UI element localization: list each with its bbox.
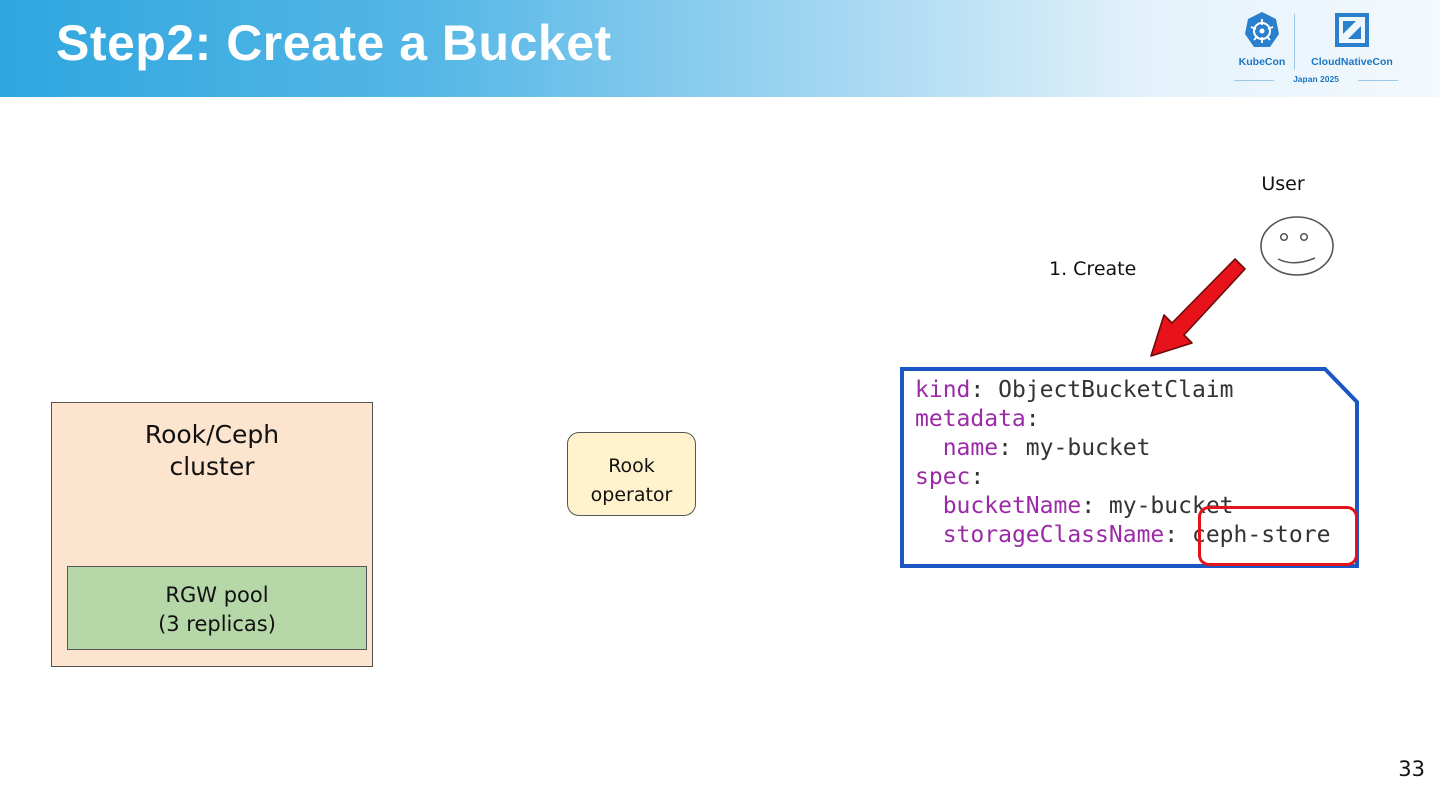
page-number: 33 bbox=[1398, 757, 1425, 781]
yaml-separator: : bbox=[970, 464, 985, 490]
yaml-key: metadata bbox=[915, 406, 1026, 432]
slide-title: Step2: Create a Bucket bbox=[56, 15, 612, 71]
kubernetes-wheel-icon bbox=[1245, 12, 1279, 47]
cncf-square-icon bbox=[1335, 13, 1369, 47]
user-label: User bbox=[1261, 173, 1305, 195]
cluster-label: Rook/Ceph cluster bbox=[144, 420, 280, 481]
kubecon-text: KubeCon bbox=[1238, 56, 1286, 68]
rook-operator-box: Rook operator bbox=[567, 432, 696, 516]
yaml-separator: : bbox=[1164, 522, 1179, 548]
create-step-label: 1. Create bbox=[1049, 258, 1137, 280]
cloudnativecon-text: CloudNativeCon bbox=[1311, 56, 1393, 68]
logo-rule-right bbox=[1358, 80, 1398, 81]
yaml-key: storageClassName bbox=[942, 522, 1165, 548]
yaml-separator: : bbox=[1025, 406, 1040, 432]
yaml-value: ObjectBucketClaim bbox=[984, 377, 1234, 403]
yaml-line: metadata: bbox=[915, 405, 1330, 434]
yaml-key: spec bbox=[915, 464, 971, 490]
smiley-face-icon bbox=[1260, 216, 1334, 276]
yaml-value: ceph-store bbox=[1178, 522, 1331, 548]
yaml-key: name bbox=[942, 435, 999, 461]
storage-class-highlight bbox=[1198, 506, 1358, 566]
yaml-line: storageClassName: ceph-store bbox=[915, 521, 1331, 550]
event-subtitle: Japan 2025 bbox=[1293, 74, 1339, 84]
header-banner: Step2: Create a Bucket KubeCon bbox=[0, 0, 1440, 97]
yaml-line: name: my-bucket bbox=[915, 434, 1330, 463]
operator-label: Rook operator bbox=[590, 455, 673, 506]
yaml-value: my-bucket bbox=[1011, 435, 1151, 461]
yaml-key: kind bbox=[915, 377, 971, 403]
kubecon-logo: KubeCon bbox=[1232, 10, 1292, 68]
yaml-line: kind: ObjectBucketClaim bbox=[915, 376, 1330, 405]
yaml-line: bucketName: my-bucket bbox=[915, 492, 1330, 521]
logo-rule-left bbox=[1234, 80, 1274, 81]
yaml-separator: : bbox=[1081, 493, 1096, 519]
yaml-line: spec: bbox=[915, 463, 1330, 492]
yaml-separator: : bbox=[998, 435, 1012, 461]
rook-ceph-cluster-box: Rook/Ceph cluster RGW pool (3 replicas) bbox=[51, 402, 373, 667]
rgw-pool-box: RGW pool (3 replicas) bbox=[67, 566, 367, 650]
logo-divider bbox=[1294, 14, 1295, 70]
cloudnativecon-logo: CloudNativeCon bbox=[1302, 10, 1402, 68]
yaml-separator: : bbox=[970, 377, 985, 403]
event-logo: KubeCon CloudNativeCon Japan 2025 bbox=[1226, 10, 1406, 90]
pool-label: RGW pool (3 replicas) bbox=[158, 583, 276, 636]
yaml-key: bucketName bbox=[942, 493, 1082, 519]
